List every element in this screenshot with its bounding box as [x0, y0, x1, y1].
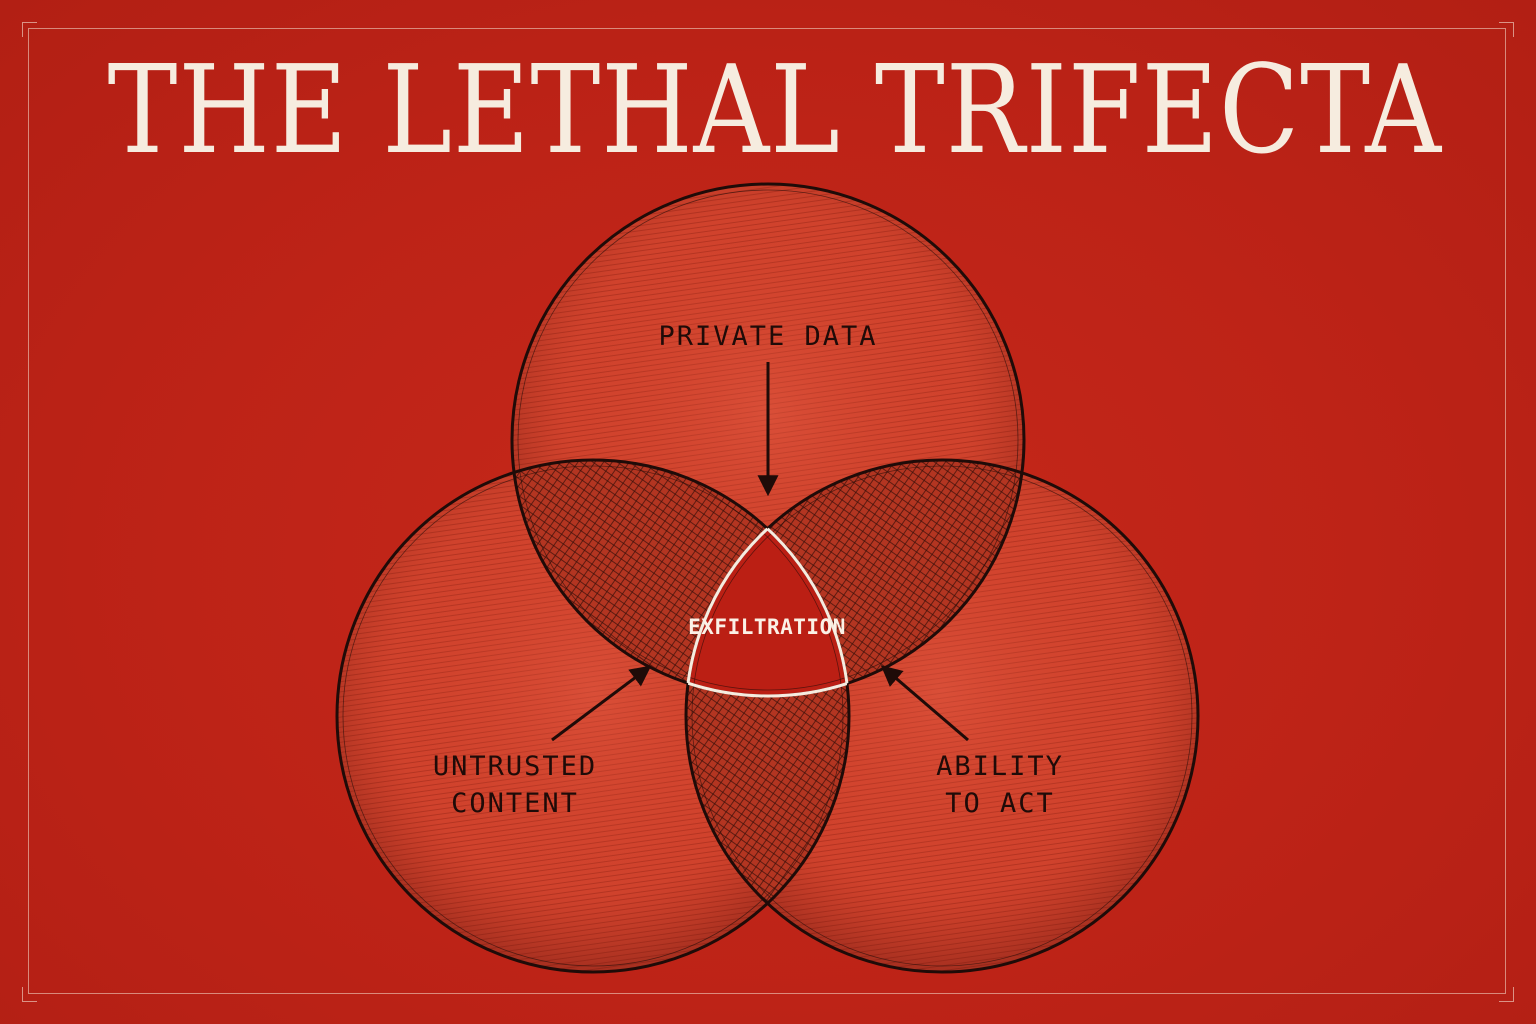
- corner-ornament-bottom-right: [1499, 987, 1514, 1002]
- corner-ornament-top-right: [1499, 22, 1514, 37]
- label-untrusted-line1: UNTRUSTED: [433, 751, 597, 782]
- page-title: THE LETHAL TRIFECTA: [107, 39, 1442, 181]
- arrow-untrusted-content: [551, 665, 652, 742]
- label-exfiltration: EXFILTRATION: [688, 615, 846, 639]
- label-untrusted-line2: CONTENT: [451, 788, 579, 819]
- circle-outlines: [335, 182, 1200, 974]
- corner-ornament-bottom-left: [22, 987, 37, 1002]
- label-ability-line2: TO ACT: [945, 788, 1055, 819]
- label-ability-line1: ABILITY: [936, 751, 1064, 782]
- corner-ornament-top-left: [22, 22, 37, 37]
- label-private-data: PRIVATE DATA: [658, 321, 877, 352]
- border-frame: [28, 28, 1506, 994]
- center-outline: [684, 460, 851, 698]
- arrow-ability-to-act: [880, 665, 969, 742]
